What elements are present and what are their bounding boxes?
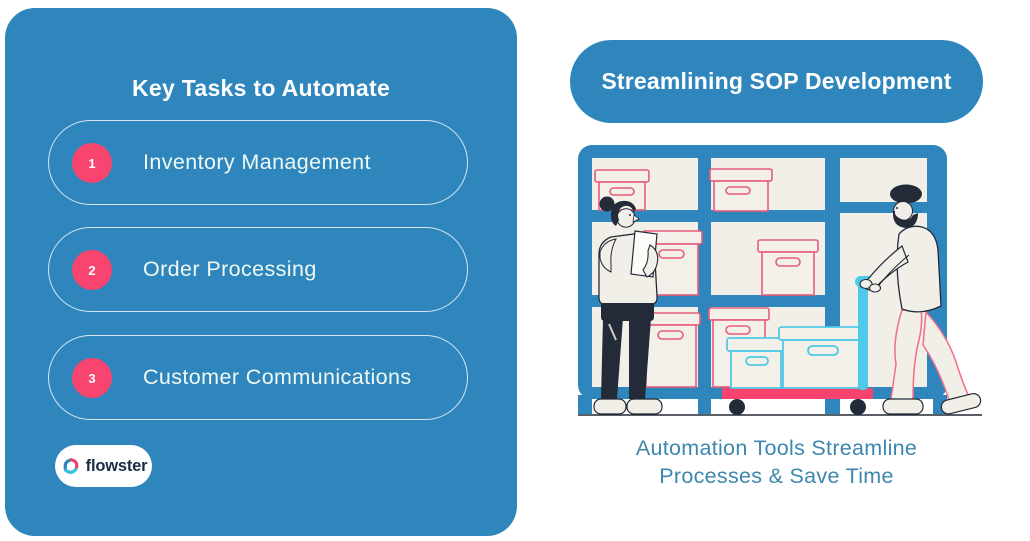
worker-man-icon [859,184,982,415]
task-item-3: 3 Customer Communications [48,335,468,420]
page-title: Key Tasks to Automate [131,75,391,102]
task-label: Inventory Management [143,150,371,174]
task-number-badge: 3 [72,358,112,398]
task-label: Customer Communications [143,365,412,389]
flowster-logo-icon [63,457,79,474]
flowster-logo: flowster [55,445,152,487]
caption-line-1: Automation Tools Streamline [635,436,918,460]
caption: Automation Tools Streamline Processes & … [570,434,983,490]
worker-woman-icon [593,196,663,415]
sop-header-label: Streamlining SOP Development [601,68,952,94]
sop-header-pill: Streamlining SOP Development [570,40,983,123]
key-tasks-panel: Key Tasks to Automate 1 Inventory Manage… [5,8,517,536]
caption-line-2: Processes & Save Time [659,464,894,488]
task-label: Order Processing [143,257,317,281]
task-number-badge: 1 [72,143,112,183]
warehouse-illustration [578,145,982,416]
task-number-badge: 2 [72,250,112,290]
task-item-1: 1 Inventory Management [48,120,468,205]
storage-box-icons-pink [594,168,819,388]
flowster-logo-text: flowster [85,456,148,475]
task-item-2: 2 Order Processing [48,227,468,312]
